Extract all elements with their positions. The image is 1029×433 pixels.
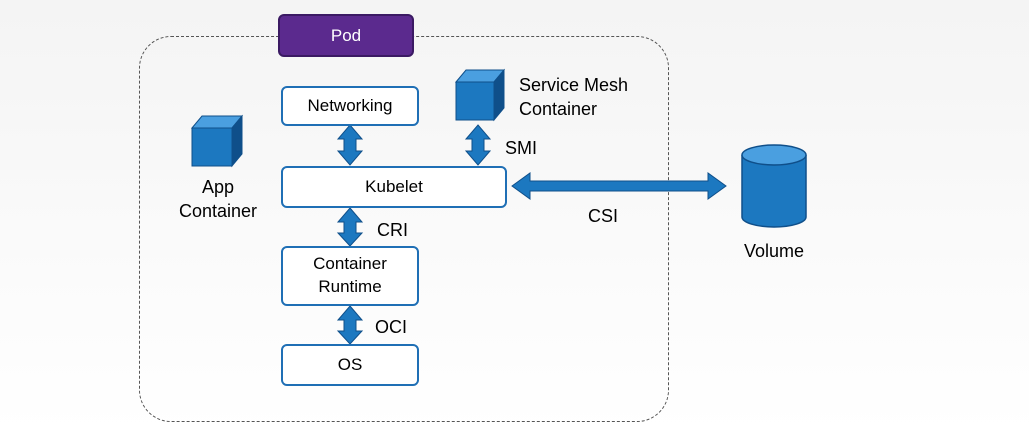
service-mesh-container-label: Service Mesh Container <box>519 75 629 120</box>
smi-label: SMI <box>505 138 538 158</box>
networking-box: Networking <box>281 86 419 126</box>
service-mesh-cube-icon <box>454 68 506 122</box>
volume-label: Volume <box>743 241 805 261</box>
networking-label: Networking <box>307 95 393 115</box>
pod-label: Pod <box>278 14 414 57</box>
csi-arrow <box>511 172 727 200</box>
container-runtime-label: Container Runtime <box>313 254 387 296</box>
smi-arrow <box>464 124 492 166</box>
kubelet-box: Kubelet <box>281 166 507 208</box>
oci-arrow <box>336 305 364 345</box>
container-runtime-box: Container Runtime <box>281 246 419 306</box>
cri-label: CRI <box>377 220 408 240</box>
volume-cylinder-icon <box>741 144 807 228</box>
csi-label: CSI <box>588 206 619 226</box>
app-container-label: App Container <box>178 177 258 222</box>
kubelet-label: Kubelet <box>365 176 423 196</box>
os-box: OS <box>281 344 419 386</box>
networking-kubelet-arrow <box>336 124 364 166</box>
app-container-cube-icon <box>190 114 244 168</box>
oci-label: OCI <box>375 317 408 337</box>
cri-arrow <box>336 207 364 247</box>
os-label: OS <box>337 354 363 374</box>
